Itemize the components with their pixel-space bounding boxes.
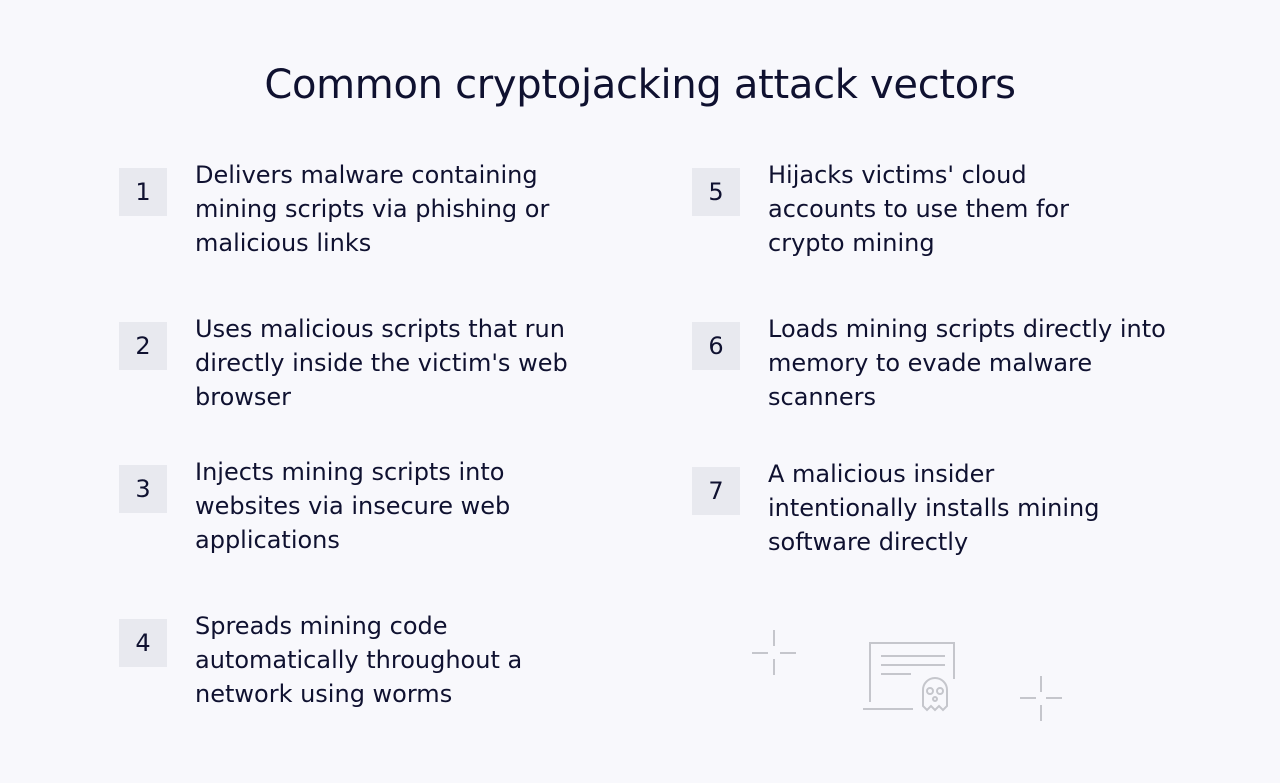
vector-item-7: 7 A malicious insider intentionally inst… bbox=[692, 460, 1128, 559]
item-text: Spreads mining code automatically throug… bbox=[195, 612, 523, 708]
item-text: Uses malicious scripts that run directly… bbox=[195, 315, 568, 411]
item-text: Delivers malware containing mining scrip… bbox=[195, 161, 550, 257]
item-text: Loads mining scripts directly into memor… bbox=[768, 315, 1166, 411]
item-number: 1 bbox=[119, 168, 167, 216]
item-number: 2 bbox=[119, 322, 167, 370]
vector-item-1: 1 Delivers malware containing mining scr… bbox=[119, 161, 575, 260]
page-title: Common cryptojacking attack vectors bbox=[264, 62, 1016, 108]
item-number: 4 bbox=[119, 619, 167, 667]
vector-item-5: 5 Hijacks victims' cloud accounts to use… bbox=[692, 161, 1098, 260]
item-text: A malicious insider intentionally instal… bbox=[768, 460, 1100, 556]
vector-item-3: 3 Injects mining scripts into websites v… bbox=[119, 458, 545, 557]
item-number: 5 bbox=[692, 168, 740, 216]
item-number: 7 bbox=[692, 467, 740, 515]
item-text: Hijacks victims' cloud accounts to use t… bbox=[768, 161, 1069, 257]
item-text: Injects mining scripts into websites via… bbox=[195, 458, 511, 554]
vector-item-6: 6 Loads mining scripts directly into mem… bbox=[692, 315, 1168, 414]
item-number: 3 bbox=[119, 465, 167, 513]
document-skull-icon bbox=[752, 630, 1062, 721]
vector-item-4: 4 Spreads mining code automatically thro… bbox=[119, 612, 525, 711]
vector-item-2: 2 Uses malicious scripts that run direct… bbox=[119, 315, 595, 414]
item-number: 6 bbox=[692, 322, 740, 370]
